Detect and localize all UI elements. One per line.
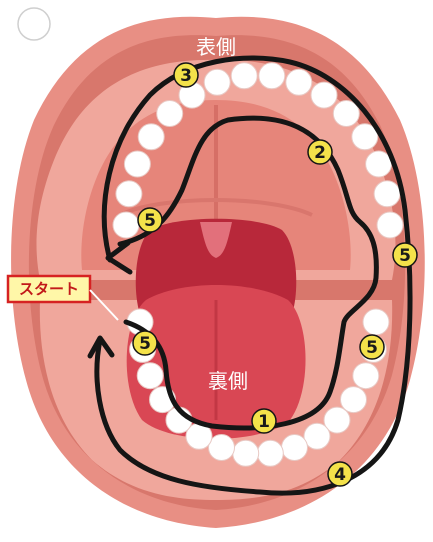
upper-tooth [138, 124, 164, 150]
badge-5-upper-left: 5 [138, 208, 162, 232]
lower-tooth [257, 440, 283, 466]
upper-tooth [231, 63, 257, 89]
start-label: スタート [19, 280, 79, 298]
upper-tooth [157, 101, 183, 127]
badge-5-lower-left: 5 [133, 331, 157, 355]
badge-2: 2 [308, 140, 332, 164]
badge-4: 4 [328, 462, 352, 486]
upper-tooth [377, 212, 403, 238]
upper-tooth [311, 82, 337, 108]
svg-text:5: 5 [144, 211, 156, 231]
svg-text:3: 3 [180, 66, 192, 86]
upper-tooth [124, 151, 150, 177]
svg-text:1: 1 [258, 412, 270, 432]
corner-circle [18, 8, 50, 40]
upper-tooth [366, 151, 392, 177]
upper-tooth [116, 181, 142, 207]
lower-tooth [209, 435, 235, 461]
badge-5-upper-right: 5 [393, 243, 417, 267]
svg-text:5: 5 [399, 246, 411, 266]
upper-tooth [113, 212, 139, 238]
svg-text:5: 5 [139, 334, 151, 354]
upper-tooth [374, 181, 400, 207]
svg-text:4: 4 [334, 465, 346, 485]
lower-tooth [341, 387, 367, 413]
badge-1: 1 [252, 409, 276, 433]
upper-tooth [333, 101, 359, 127]
front-side-label: 表側 [196, 35, 236, 59]
back-side-label: 裏側 [208, 369, 248, 393]
lower-tooth [353, 363, 379, 389]
lower-tooth [363, 309, 389, 335]
upper-tooth [259, 63, 285, 89]
svg-text:5: 5 [366, 338, 378, 358]
badge-5-lower-right: 5 [360, 335, 384, 359]
upper-tooth [204, 69, 230, 95]
badge-3: 3 [174, 63, 198, 87]
lower-tooth [282, 435, 308, 461]
upper-tooth [286, 69, 312, 95]
lower-tooth [233, 440, 259, 466]
svg-text:2: 2 [314, 143, 326, 163]
lower-tooth [304, 423, 330, 449]
lower-tooth [137, 363, 163, 389]
